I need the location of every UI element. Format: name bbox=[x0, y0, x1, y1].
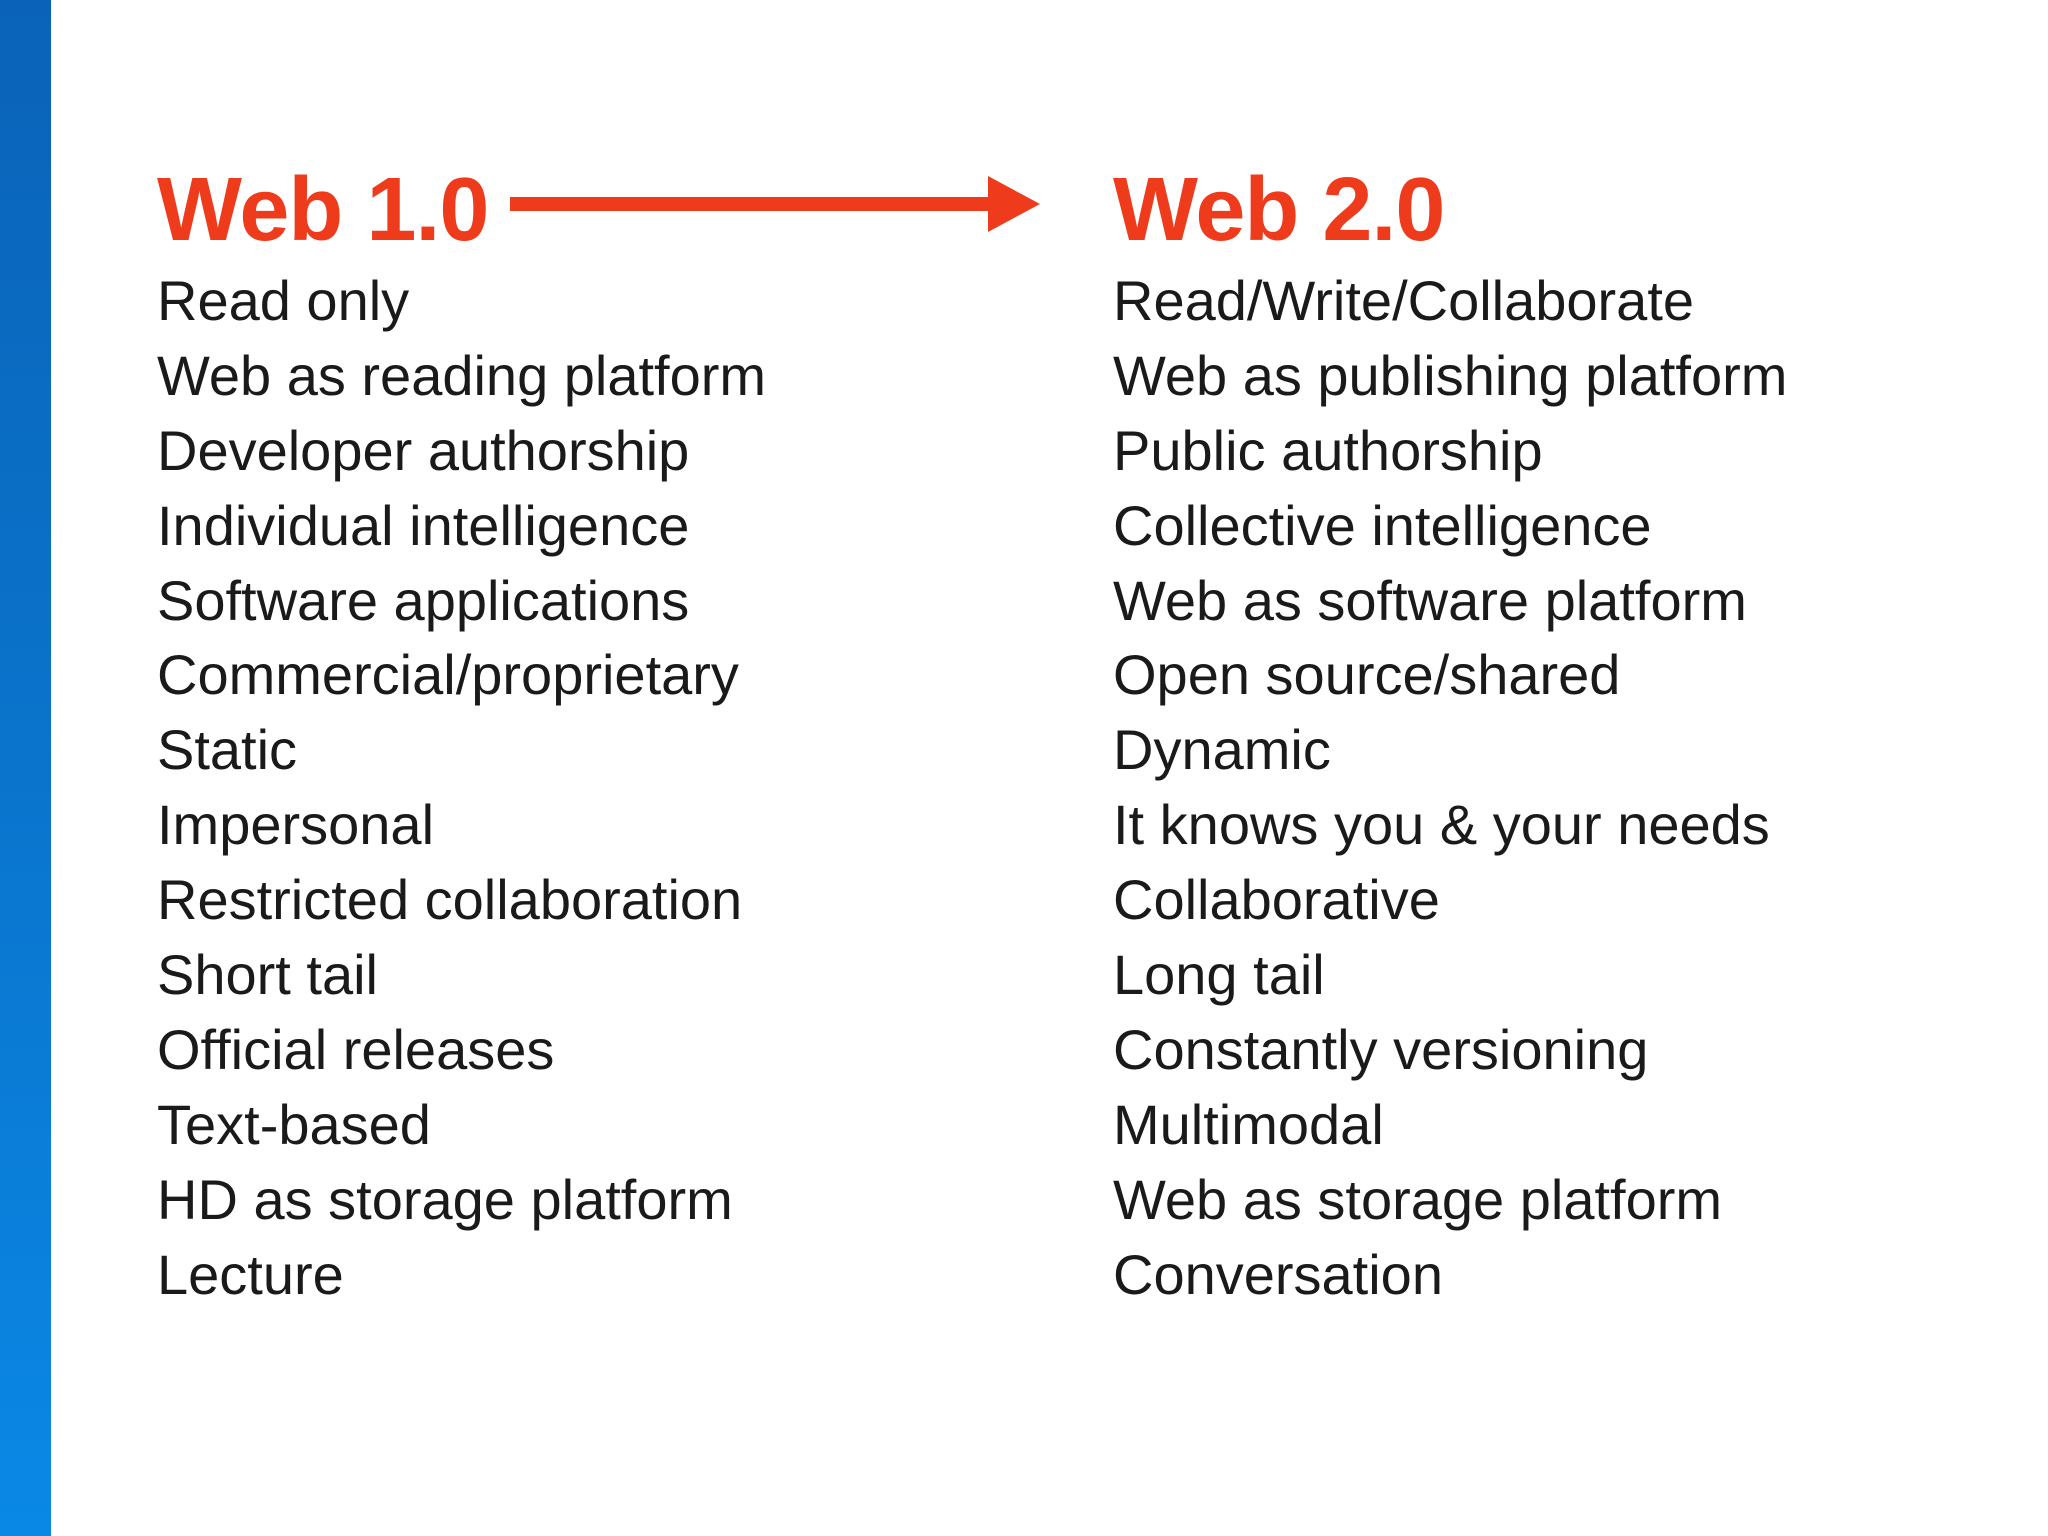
web1-item: Short tail bbox=[157, 943, 378, 1007]
web1-item: Static bbox=[157, 718, 298, 782]
web2-item: Public authorship bbox=[1113, 418, 1543, 482]
right-arrow-icon bbox=[510, 176, 1040, 232]
web2-item: Constantly versioning bbox=[1113, 1017, 1649, 1081]
web2-item: Web as storage platform bbox=[1113, 1167, 1723, 1231]
web1-item: Web as reading platform bbox=[157, 343, 767, 407]
web2-item: Multimodal bbox=[1113, 1092, 1384, 1156]
web1-heading: Web 1.0 bbox=[157, 160, 489, 260]
arrow-shaft bbox=[510, 197, 994, 211]
web2-item: Long tail bbox=[1113, 943, 1325, 1007]
web1-item: HD as storage platform bbox=[157, 1167, 733, 1231]
web2-item: Collective intelligence bbox=[1113, 493, 1652, 557]
web1-item: Restricted collaboration bbox=[157, 868, 743, 932]
side-accent-bar bbox=[0, 0, 51, 1536]
web1-item: Lecture bbox=[157, 1242, 344, 1306]
web2-item: It knows you & your needs bbox=[1113, 793, 1770, 857]
web1-item: Commercial/proprietary bbox=[157, 643, 739, 707]
web2-item: Web as software platform bbox=[1113, 568, 1747, 632]
arrow-head bbox=[988, 176, 1040, 232]
web2-item: Web as publishing platform bbox=[1113, 343, 1788, 407]
web1-item: Read only bbox=[157, 269, 410, 332]
web2-item: Collaborative bbox=[1113, 868, 1440, 932]
web1-item: Text-based bbox=[157, 1092, 431, 1156]
web1-item: Developer authorship bbox=[157, 418, 690, 482]
web2-heading: Web 2.0 bbox=[1113, 160, 1445, 260]
web1-item: Impersonal bbox=[157, 793, 435, 857]
web1-item: Official releases bbox=[157, 1017, 555, 1081]
web2-item: Read/Write/Collaborate bbox=[1113, 269, 1695, 332]
web1-item: Software applications bbox=[157, 568, 690, 632]
web1-item: Individual intelligence bbox=[157, 493, 690, 557]
web2-item: Open source/shared bbox=[1113, 643, 1621, 707]
web2-item: Conversation bbox=[1113, 1242, 1443, 1306]
web2-item: Dynamic bbox=[1113, 718, 1331, 782]
